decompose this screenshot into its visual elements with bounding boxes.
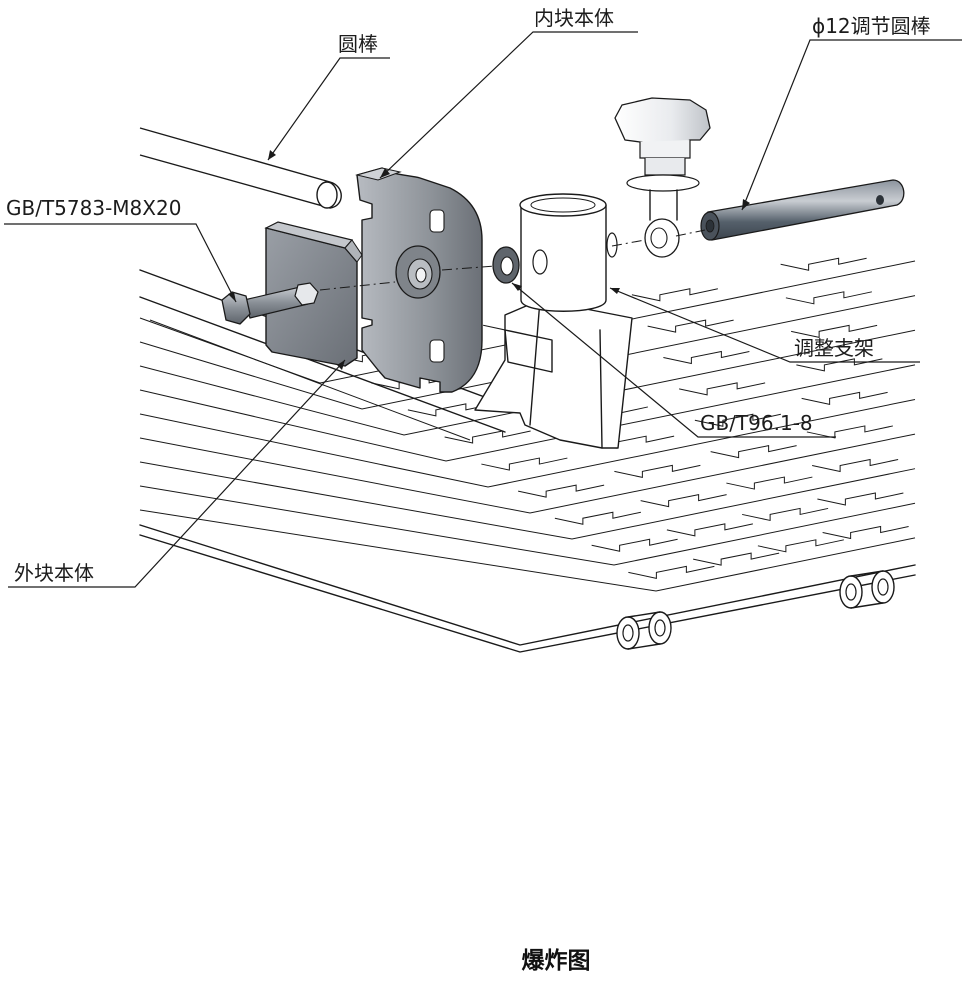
chain-slat-edge (139, 509, 916, 592)
chain-slat-notch (640, 494, 727, 508)
chain-slat-notch (631, 288, 718, 302)
chain-slat-notch (812, 458, 899, 473)
chain-slat-notch (801, 391, 888, 406)
chain-slat-notch (407, 403, 494, 417)
chain-roller (839, 570, 895, 609)
chain-slat-notch (694, 413, 781, 427)
chain-slat-notch (806, 425, 893, 439)
chain-slat-edge (139, 260, 916, 384)
chain-front-edge (139, 524, 916, 646)
chain-lower-edge (139, 534, 916, 653)
chain-slat-notch (791, 324, 878, 338)
chain-slat-edge (139, 329, 916, 436)
chain-slat-notch (785, 291, 872, 305)
label-outer-block: 外块本体 (14, 561, 94, 585)
adjust-rod (700, 179, 905, 241)
callout-bolt: GB/T5783-M8X20 (4, 196, 237, 303)
washer (492, 246, 520, 284)
chain-slat-notch (822, 525, 909, 540)
label-inner-block: 内块本体 (534, 6, 614, 30)
chain-slat-notch (444, 430, 531, 444)
chain-slat-notch (742, 507, 829, 522)
callout-inner-block: 内块本体 (379, 6, 638, 179)
label-adjust-rod: ϕ12调节圆棒 (812, 14, 931, 38)
assembly-axis (319, 229, 706, 291)
label-bracket: 调整支架 (794, 336, 874, 360)
chain-slat-notch (726, 476, 813, 490)
chain-slat-notch (591, 538, 678, 552)
chain-slat-edge (139, 398, 916, 488)
chain-slat-notch (481, 457, 568, 471)
chain-slat-notch (628, 565, 715, 579)
chain-roller (616, 611, 672, 650)
chain-slat-notch (518, 484, 605, 498)
conveyor-chain (139, 257, 916, 653)
callout-washer: GB/T96.1-8 (511, 282, 836, 438)
chain-slat-notch (757, 539, 844, 553)
adjustment-bracket (474, 193, 633, 449)
callout-round-bar: 圆棒 (267, 32, 390, 161)
chain-slat-notch (710, 445, 797, 459)
chain-slat-notch (679, 382, 766, 396)
chain-slat-notch (666, 523, 753, 537)
callout-adjust-rod: ϕ12调节圆棒 (741, 14, 962, 211)
chain-slat-edge (139, 485, 916, 566)
chain-slat-notch (614, 464, 701, 479)
chain-slat-edge (139, 461, 916, 540)
diagram-title: 爆炸图 (522, 947, 591, 974)
label-round-bar: 圆棒 (338, 32, 378, 56)
callout-bracket: 调整支架 (609, 287, 920, 363)
round-bar (139, 127, 342, 209)
chain-slat-edge (139, 433, 916, 514)
hex-bolt (221, 282, 319, 325)
chain-slat-notch (647, 319, 734, 333)
adjust-knob (614, 97, 711, 258)
bracket-leg (474, 299, 633, 449)
label-bolt: GB/T5783-M8X20 (6, 196, 181, 220)
chain-rollers (616, 570, 895, 650)
label-washer: GB/T96.1-8 (700, 411, 813, 435)
chain-slat-notch (554, 511, 641, 525)
chain-slat-notch (780, 257, 867, 271)
chain-slat-notch (663, 350, 750, 365)
chain-slat-notch (817, 492, 904, 506)
chain-slat-notch (796, 358, 883, 372)
callout-outer-block: 外块本体 (8, 359, 346, 588)
chain-slat-edge (139, 295, 916, 410)
chain-slat-notch (693, 552, 780, 566)
inner-block (355, 167, 483, 393)
chain-slat-edge (139, 364, 916, 462)
